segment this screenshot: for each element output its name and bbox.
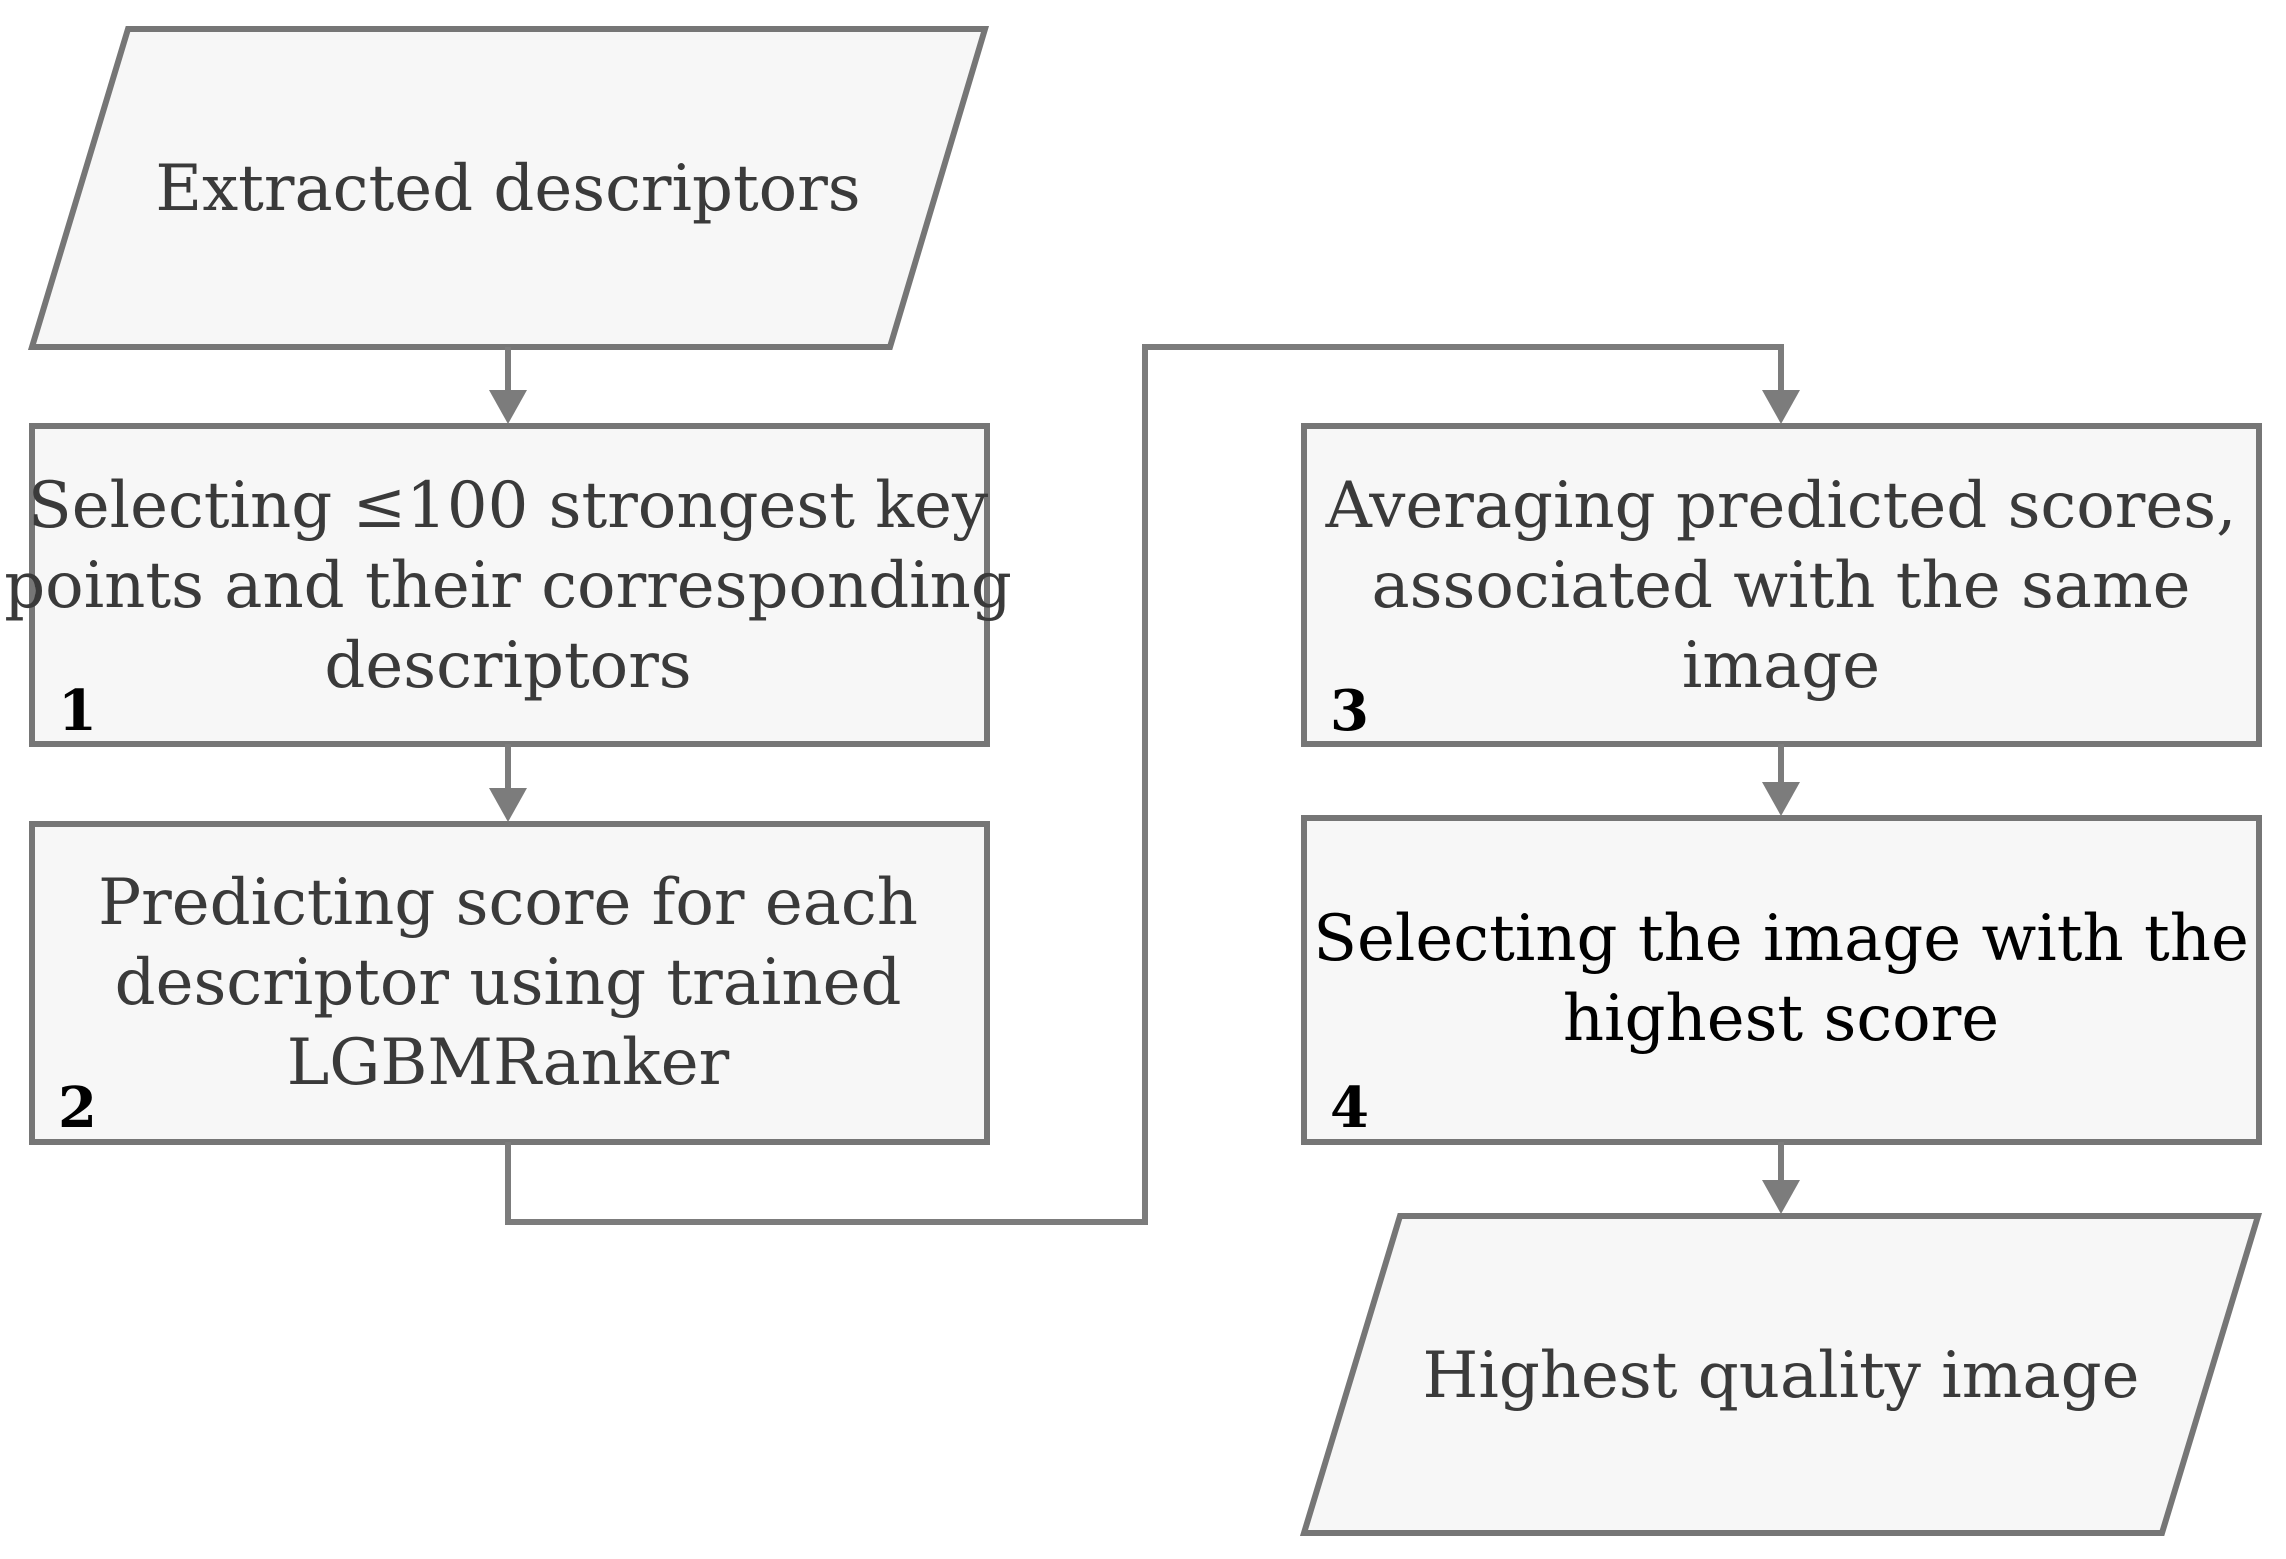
step-2-line-3: LGBMRanker	[287, 1026, 730, 1100]
step-1-line-3: descriptors	[324, 629, 691, 703]
step-3-line-1: Averaging predicted scores,	[1325, 469, 2237, 543]
arrowhead-input-to-step-1	[489, 390, 527, 424]
input-node-extracted-descriptors	[27, 26, 990, 350]
step-3-line-3: image	[1682, 629, 1880, 703]
step-2-line-1: Predicting score for each	[98, 866, 918, 940]
step-4-box	[1301, 815, 2262, 1145]
step-2-number: 2	[58, 1075, 97, 1141]
step-1-line-2: points and their corresponding	[4, 549, 1012, 623]
step-4-line-1: Selecting the image with the	[1313, 902, 2249, 976]
output-label: Highest quality image	[1423, 1339, 2140, 1413]
step-1-box	[29, 423, 990, 747]
step-4-number: 4	[1330, 1075, 1369, 1141]
input-label: Extracted descriptors	[155, 152, 860, 226]
step-1-number: 1	[58, 678, 97, 744]
step-2-line-2: descriptor using trained	[115, 946, 902, 1020]
arrowhead-step-1-to-step-2	[489, 788, 527, 822]
output-node-highest-quality-image	[1299, 1213, 2263, 1536]
step-1-line-1: Selecting ≤100 strongest key	[28, 469, 988, 543]
arrowhead-step-2-to-step-3	[1762, 390, 1800, 424]
step-3-box	[1301, 423, 2262, 747]
step-3-number: 3	[1330, 678, 1369, 744]
step-4-line-2: highest score	[1563, 982, 1999, 1056]
connector-step-2-to-step-3	[505, 344, 1784, 1225]
arrowhead-step-4-to-output	[1762, 1180, 1800, 1214]
arrowhead-step-3-to-step-4	[1762, 782, 1800, 816]
step-3-line-2: associated with the same	[1372, 549, 2191, 623]
